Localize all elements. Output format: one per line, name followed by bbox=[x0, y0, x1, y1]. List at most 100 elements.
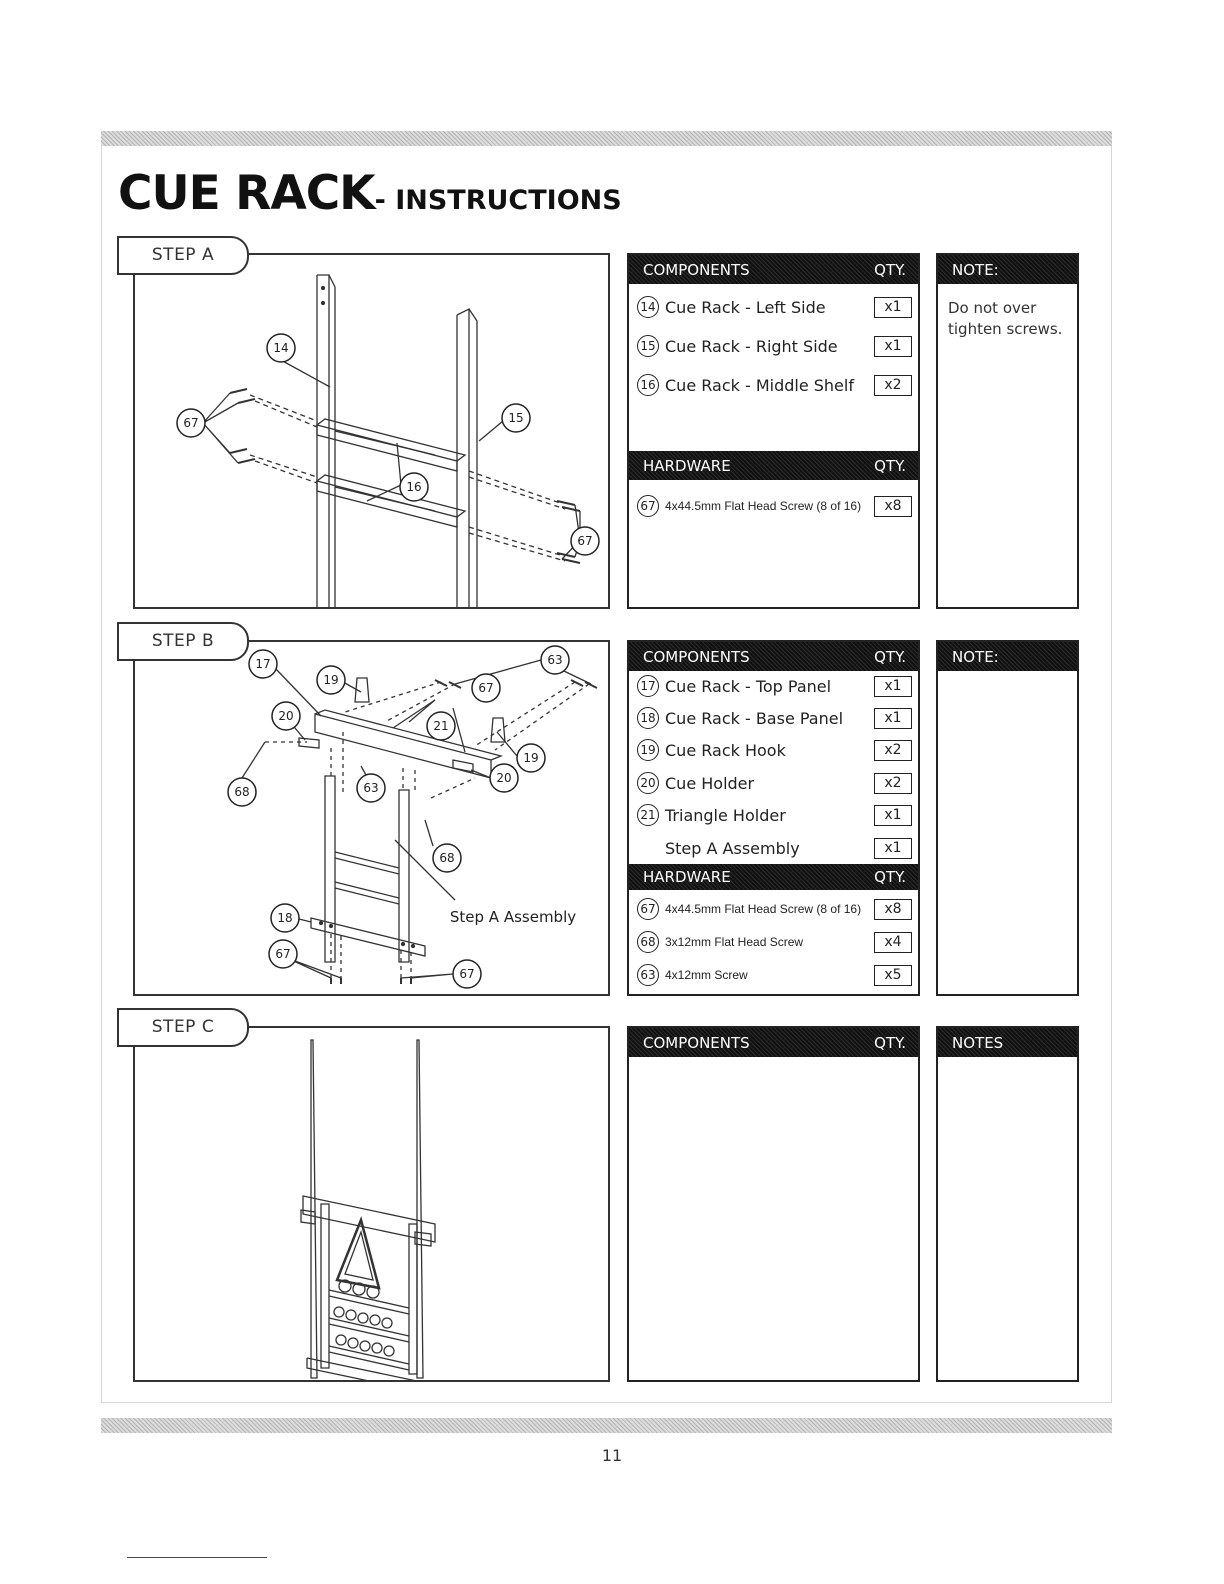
link-underline bbox=[127, 1557, 267, 1558]
callout-67-bottom-left bbox=[268, 939, 298, 969]
callout-16 bbox=[399, 472, 429, 502]
component-row: 17 Cue Rack - Top Panel x1 bbox=[637, 673, 912, 699]
part-qty: x4 bbox=[874, 931, 912, 953]
hardware-header-qty: QTY. bbox=[874, 868, 906, 886]
part-number: 63 bbox=[637, 964, 659, 986]
callout-18 bbox=[270, 903, 300, 933]
step-b-components-panel: COMPONENTS QTY. 17 Cue Rack - Top Panel … bbox=[627, 640, 920, 996]
callout-17-label: 17 bbox=[255, 657, 270, 671]
step-a-components-header: COMPONENTS QTY. bbox=[629, 255, 918, 284]
component-row: 19 Cue Rack Hook x2 bbox=[637, 737, 912, 763]
components-header-title: COMPONENTS bbox=[643, 260, 750, 279]
callout-67-bottom-left-label: 67 bbox=[275, 947, 290, 961]
step-a-diagram: 14 67 15 16 67 bbox=[133, 253, 610, 609]
note-text: Do not over tighten screws. bbox=[948, 299, 1063, 338]
callout-68-left bbox=[227, 777, 257, 807]
callout-19-right-label: 19 bbox=[523, 751, 538, 765]
page-frame-right bbox=[1111, 146, 1112, 1402]
step-a-note-panel: NOTE: Do not over tighten screws. bbox=[936, 253, 1079, 609]
callout-16-label: 16 bbox=[406, 480, 421, 494]
part-qty: x1 bbox=[874, 837, 912, 859]
part-name: Triangle Holder bbox=[665, 805, 786, 825]
component-row: 21 Triangle Holder x1 bbox=[637, 802, 912, 828]
note-text bbox=[938, 1057, 1077, 1071]
callout-67-bottom-right bbox=[452, 959, 482, 989]
part-name: Cue Rack - Middle Shelf bbox=[665, 375, 854, 395]
callout-19-left bbox=[316, 665, 346, 695]
part-name: 4x44.5mm Flat Head Screw (8 of 16) bbox=[665, 902, 862, 916]
components-header-qty: QTY. bbox=[874, 647, 906, 666]
step-a-hardware-header: HARDWARE QTY. bbox=[629, 451, 918, 480]
part-name: Step A Assembly bbox=[665, 838, 800, 858]
hardware-header-title: HARDWARE bbox=[643, 868, 731, 886]
title-main: CUE RACK bbox=[118, 166, 376, 221]
part-number: 15 bbox=[637, 335, 659, 357]
callout-21-label: 21 bbox=[433, 719, 448, 733]
component-row: 15 Cue Rack - Right Side x1 bbox=[637, 333, 912, 359]
components-header-qty: QTY. bbox=[874, 260, 906, 279]
step-b-note-panel: NOTE: bbox=[936, 640, 1079, 996]
step-a-tab: STEP A bbox=[117, 236, 249, 275]
callout-67-top bbox=[471, 673, 501, 703]
step-c-components-header: COMPONENTS QTY. bbox=[629, 1028, 918, 1057]
step-b-hardware-header: HARDWARE QTY. bbox=[629, 864, 918, 890]
notes-header: NOTES bbox=[938, 1028, 1077, 1057]
part-qty: x1 bbox=[874, 675, 912, 697]
part-qty: x8 bbox=[874, 495, 912, 517]
top-hatched-band bbox=[101, 131, 1112, 146]
note-text bbox=[938, 671, 1077, 685]
component-row: 16 Cue Rack - Middle Shelf x2 bbox=[637, 372, 912, 398]
callout-20-right bbox=[489, 763, 519, 793]
callout-20-right-label: 20 bbox=[496, 771, 511, 785]
step-c-note-panel: NOTES bbox=[936, 1026, 1079, 1382]
step-b-illustration: 17 19 63 67 20 21 19 20 68 63 68 18 67 bbox=[227, 645, 598, 989]
part-qty: x2 bbox=[874, 374, 912, 396]
page-frame-bottom bbox=[101, 1402, 1112, 1403]
components-header-title: COMPONENTS bbox=[643, 647, 750, 666]
page-frame-left bbox=[101, 146, 102, 1402]
part-qty: x2 bbox=[874, 739, 912, 761]
callout-14 bbox=[266, 333, 296, 363]
callout-67-bottom-right-label: 67 bbox=[459, 967, 474, 981]
step-a-illustration: 14 67 15 16 67 bbox=[176, 274, 600, 607]
part-number: 68 bbox=[637, 931, 659, 953]
callout-63-mid-label: 63 bbox=[363, 781, 378, 795]
page-title: CUE RACK- INSTRUCTIONS bbox=[118, 170, 622, 217]
part-name: Cue Rack - Top Panel bbox=[665, 676, 832, 696]
callout-15-label: 15 bbox=[508, 411, 523, 425]
part-name: Cue Rack - Base Panel bbox=[665, 708, 844, 728]
part-name: 4x12mm Screw bbox=[665, 968, 748, 982]
part-name: Cue Rack - Left Side bbox=[665, 297, 826, 317]
callout-21 bbox=[426, 711, 456, 741]
part-number: 67 bbox=[637, 898, 659, 920]
part-number: 20 bbox=[637, 772, 659, 794]
page-number: 11 bbox=[601, 1446, 623, 1465]
part-number: 17 bbox=[637, 675, 659, 697]
step-a-assembly-label: Step A Assembly bbox=[450, 908, 576, 926]
components-header-qty: QTY. bbox=[874, 1033, 906, 1052]
components-header-title: COMPONENTS bbox=[643, 1033, 750, 1052]
step-a-components-panel: COMPONENTS QTY. 14 Cue Rack - Left Side … bbox=[627, 253, 920, 609]
part-name: Cue Holder bbox=[665, 773, 755, 793]
callout-63-top bbox=[540, 645, 570, 675]
callout-67-left bbox=[176, 408, 206, 438]
part-qty: x1 bbox=[874, 707, 912, 729]
bottom-hatched-band bbox=[101, 1418, 1112, 1433]
step-c-diagram bbox=[133, 1026, 610, 1382]
part-name: 4x44.5mm Flat Head Screw (8 of 16) bbox=[665, 499, 862, 513]
hardware-row: 63 4x12mm Screw x5 bbox=[637, 962, 912, 988]
step-b-diagram: 17 19 63 67 20 21 19 20 68 63 68 18 67 bbox=[133, 640, 610, 996]
part-number: 19 bbox=[637, 739, 659, 761]
part-name: 3x12mm Flat Head Screw bbox=[665, 935, 804, 949]
step-c-tab: STEP C bbox=[117, 1008, 249, 1047]
part-qty: x8 bbox=[874, 898, 912, 920]
part-number: 14 bbox=[637, 296, 659, 318]
part-qty: x1 bbox=[874, 335, 912, 357]
step-b-components-header: COMPONENTS QTY. bbox=[629, 642, 918, 671]
note-header: NOTE: bbox=[938, 642, 1077, 671]
component-row: 18 Cue Rack - Base Panel x1 bbox=[637, 705, 912, 731]
title-sub: - INSTRUCTIONS bbox=[374, 185, 622, 216]
part-name: Cue Rack Hook bbox=[665, 740, 786, 760]
part-qty: x1 bbox=[874, 296, 912, 318]
callout-18-label: 18 bbox=[277, 911, 292, 925]
